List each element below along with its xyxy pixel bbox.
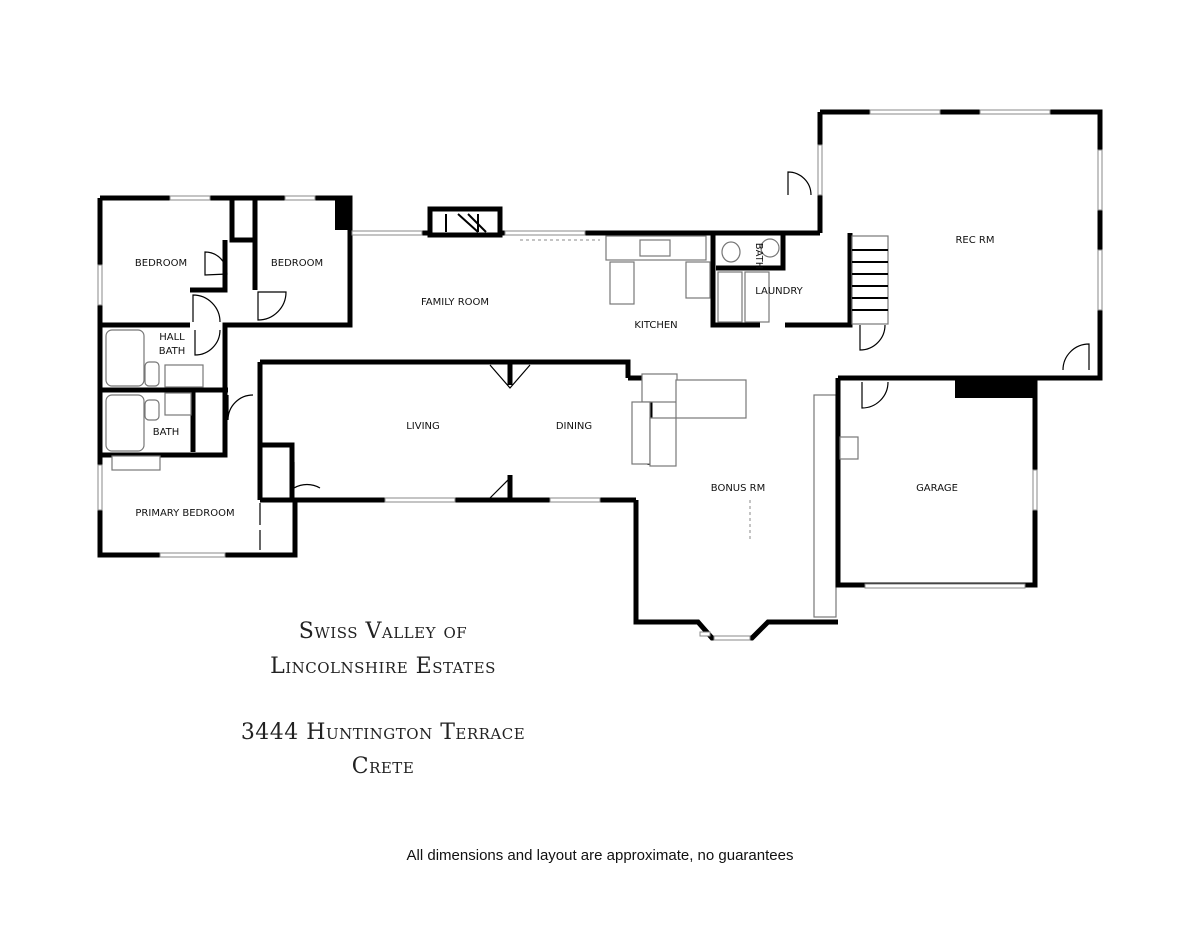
- room-label-family-room: FAMILY ROOM: [421, 297, 489, 308]
- room-label-bedroom-2: BEDROOM: [271, 258, 323, 269]
- room-label-kitchen: KITCHEN: [634, 320, 677, 331]
- kitchen-walls: [605, 233, 889, 328]
- disclaimer: All dimensions and layout are approximat…: [406, 847, 794, 864]
- doors: [192, 171, 1090, 550]
- room-label-primary-bedroom: PRIMARY BEDROOM: [135, 508, 234, 519]
- garage-walls: [835, 378, 1038, 589]
- room-label-living: LIVING: [406, 421, 440, 432]
- family-room-walls: [350, 206, 820, 238]
- bedroom-windows: [97, 195, 601, 558]
- room-label-hall-bath-line2: BATH: [159, 346, 186, 357]
- fireplace: [427, 206, 503, 238]
- room-label-small-bath: BATH: [753, 243, 764, 270]
- room-label-bath: BATH: [153, 427, 180, 438]
- bathroom-fixtures: [105, 329, 204, 471]
- address-line: 3444 Huntington Terrace: [240, 720, 526, 745]
- room-label-dining: DINING: [556, 421, 592, 432]
- city-line: Crete: [351, 754, 415, 779]
- room-label-bonus-rm: BONUS RM: [711, 483, 765, 494]
- title-line-2: Lincolnshire Estates: [270, 654, 496, 679]
- room-label-garage: GARAGE: [916, 483, 958, 494]
- room-label-laundry: LAUNDRY: [755, 286, 803, 297]
- bonus-room-walls: [628, 373, 838, 641]
- room-label-bedroom-1: BEDROOM: [135, 258, 187, 269]
- room-label-hall-bath-line1: HALL: [159, 332, 185, 343]
- room-label-rec-rm: REC RM: [955, 235, 994, 246]
- bedroom-wing-walls: [97, 195, 353, 558]
- title-line-1: Swiss Valley of: [298, 619, 468, 644]
